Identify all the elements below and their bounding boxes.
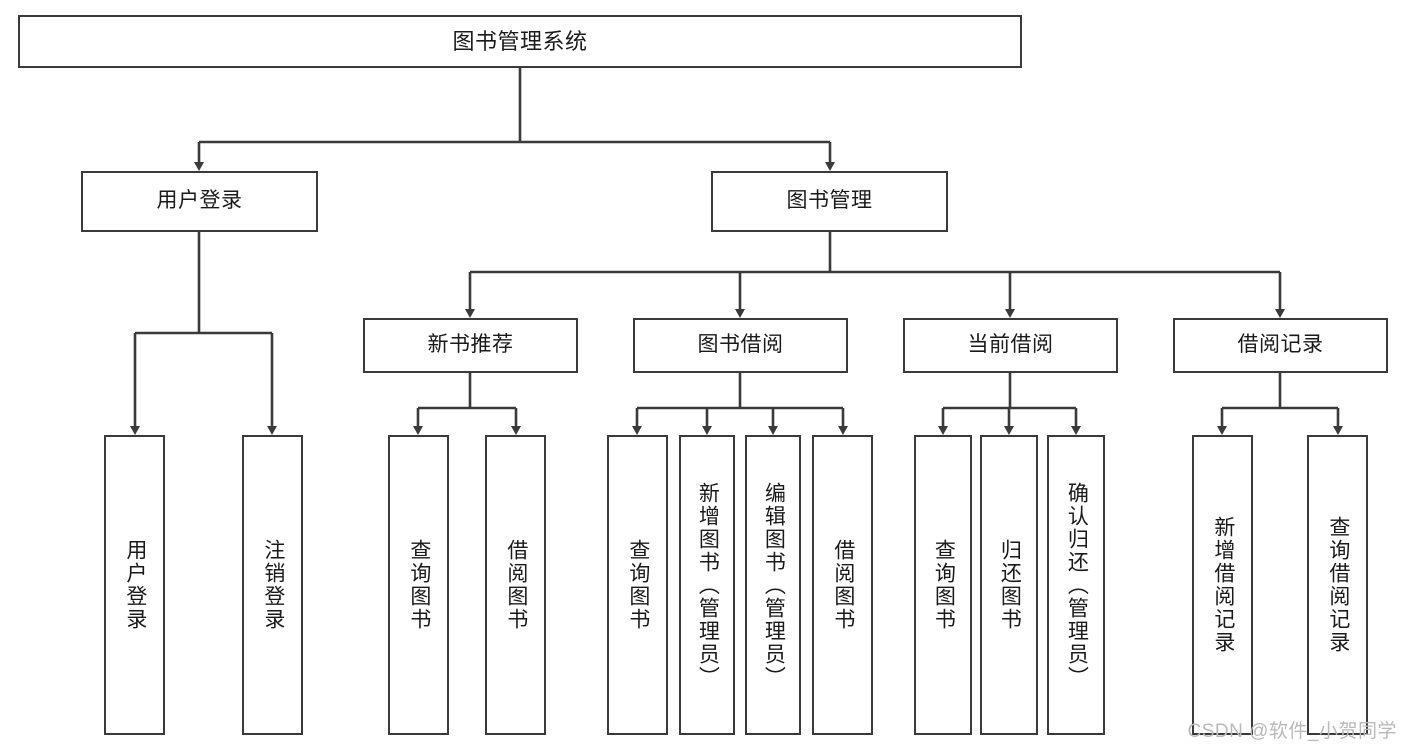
node-leaf-query-book-rec[interactable]: 查询图书 <box>388 435 449 735</box>
node-leaf-return-book-label: 归还图书 <box>998 539 1022 631</box>
node-leaf-add-borrow-record[interactable]: 新增借阅记录 <box>1192 435 1253 735</box>
node-leaf-edit-book[interactable]: 编辑图书（管理员） <box>745 435 801 735</box>
node-borrow-record[interactable]: 借阅记录 <box>1173 318 1388 373</box>
node-leaf-borrow-book-label: 借阅图书 <box>831 539 855 631</box>
node-book-borrow-label: 图书借阅 <box>697 333 784 357</box>
node-current-borrow[interactable]: 当前借阅 <box>903 318 1118 373</box>
node-book-borrow[interactable]: 图书借阅 <box>633 318 848 373</box>
node-leaf-query-book-current-label: 查询图书 <box>932 539 956 631</box>
node-new-book-recommend-label: 新书推荐 <box>427 333 514 357</box>
node-leaf-add-book[interactable]: 新增图书（管理员） <box>679 435 735 735</box>
node-book-manage-label: 图书管理 <box>786 189 873 213</box>
node-user-login[interactable]: 用户登录 <box>81 171 318 232</box>
node-leaf-confirm-return-label: 确认归还（管理员） <box>1065 481 1089 689</box>
node-leaf-return-book[interactable]: 归还图书 <box>980 435 1038 735</box>
node-leaf-confirm-return[interactable]: 确认归还（管理员） <box>1047 435 1105 735</box>
node-user-login-label: 用户登录 <box>156 189 243 213</box>
node-leaf-query-book-borrow[interactable]: 查询图书 <box>607 435 668 735</box>
node-leaf-query-borrow-record-label: 查询借阅记录 <box>1326 516 1350 654</box>
node-leaf-add-borrow-record-label: 新增借阅记录 <box>1211 516 1235 654</box>
node-leaf-logout[interactable]: 注销登录 <box>242 435 303 735</box>
node-leaf-user-login[interactable]: 用户登录 <box>104 435 165 735</box>
node-leaf-logout-label: 注销登录 <box>261 539 285 631</box>
node-leaf-borrow-book-rec[interactable]: 借阅图书 <box>485 435 546 735</box>
node-leaf-user-login-label: 用户登录 <box>123 539 147 631</box>
node-new-book-recommend[interactable]: 新书推荐 <box>363 318 578 373</box>
node-book-manage[interactable]: 图书管理 <box>711 171 948 232</box>
node-current-borrow-label: 当前借阅 <box>967 333 1054 357</box>
node-leaf-borrow-book-rec-label: 借阅图书 <box>504 539 528 631</box>
node-leaf-query-borrow-record[interactable]: 查询借阅记录 <box>1307 435 1368 735</box>
node-root[interactable]: 图书管理系统 <box>18 15 1022 68</box>
node-leaf-query-book-rec-label: 查询图书 <box>407 539 431 631</box>
node-leaf-query-book-current[interactable]: 查询图书 <box>914 435 972 735</box>
node-leaf-query-book-borrow-label: 查询图书 <box>626 539 650 631</box>
node-borrow-record-label: 借阅记录 <box>1237 333 1324 357</box>
node-root-label: 图书管理系统 <box>452 28 588 54</box>
watermark: CSDN @软件_小贺同学 <box>1187 721 1397 742</box>
node-leaf-borrow-book[interactable]: 借阅图书 <box>812 435 873 735</box>
node-leaf-edit-book-label: 编辑图书（管理员） <box>762 481 786 689</box>
node-leaf-add-book-label: 新增图书（管理员） <box>696 481 720 689</box>
